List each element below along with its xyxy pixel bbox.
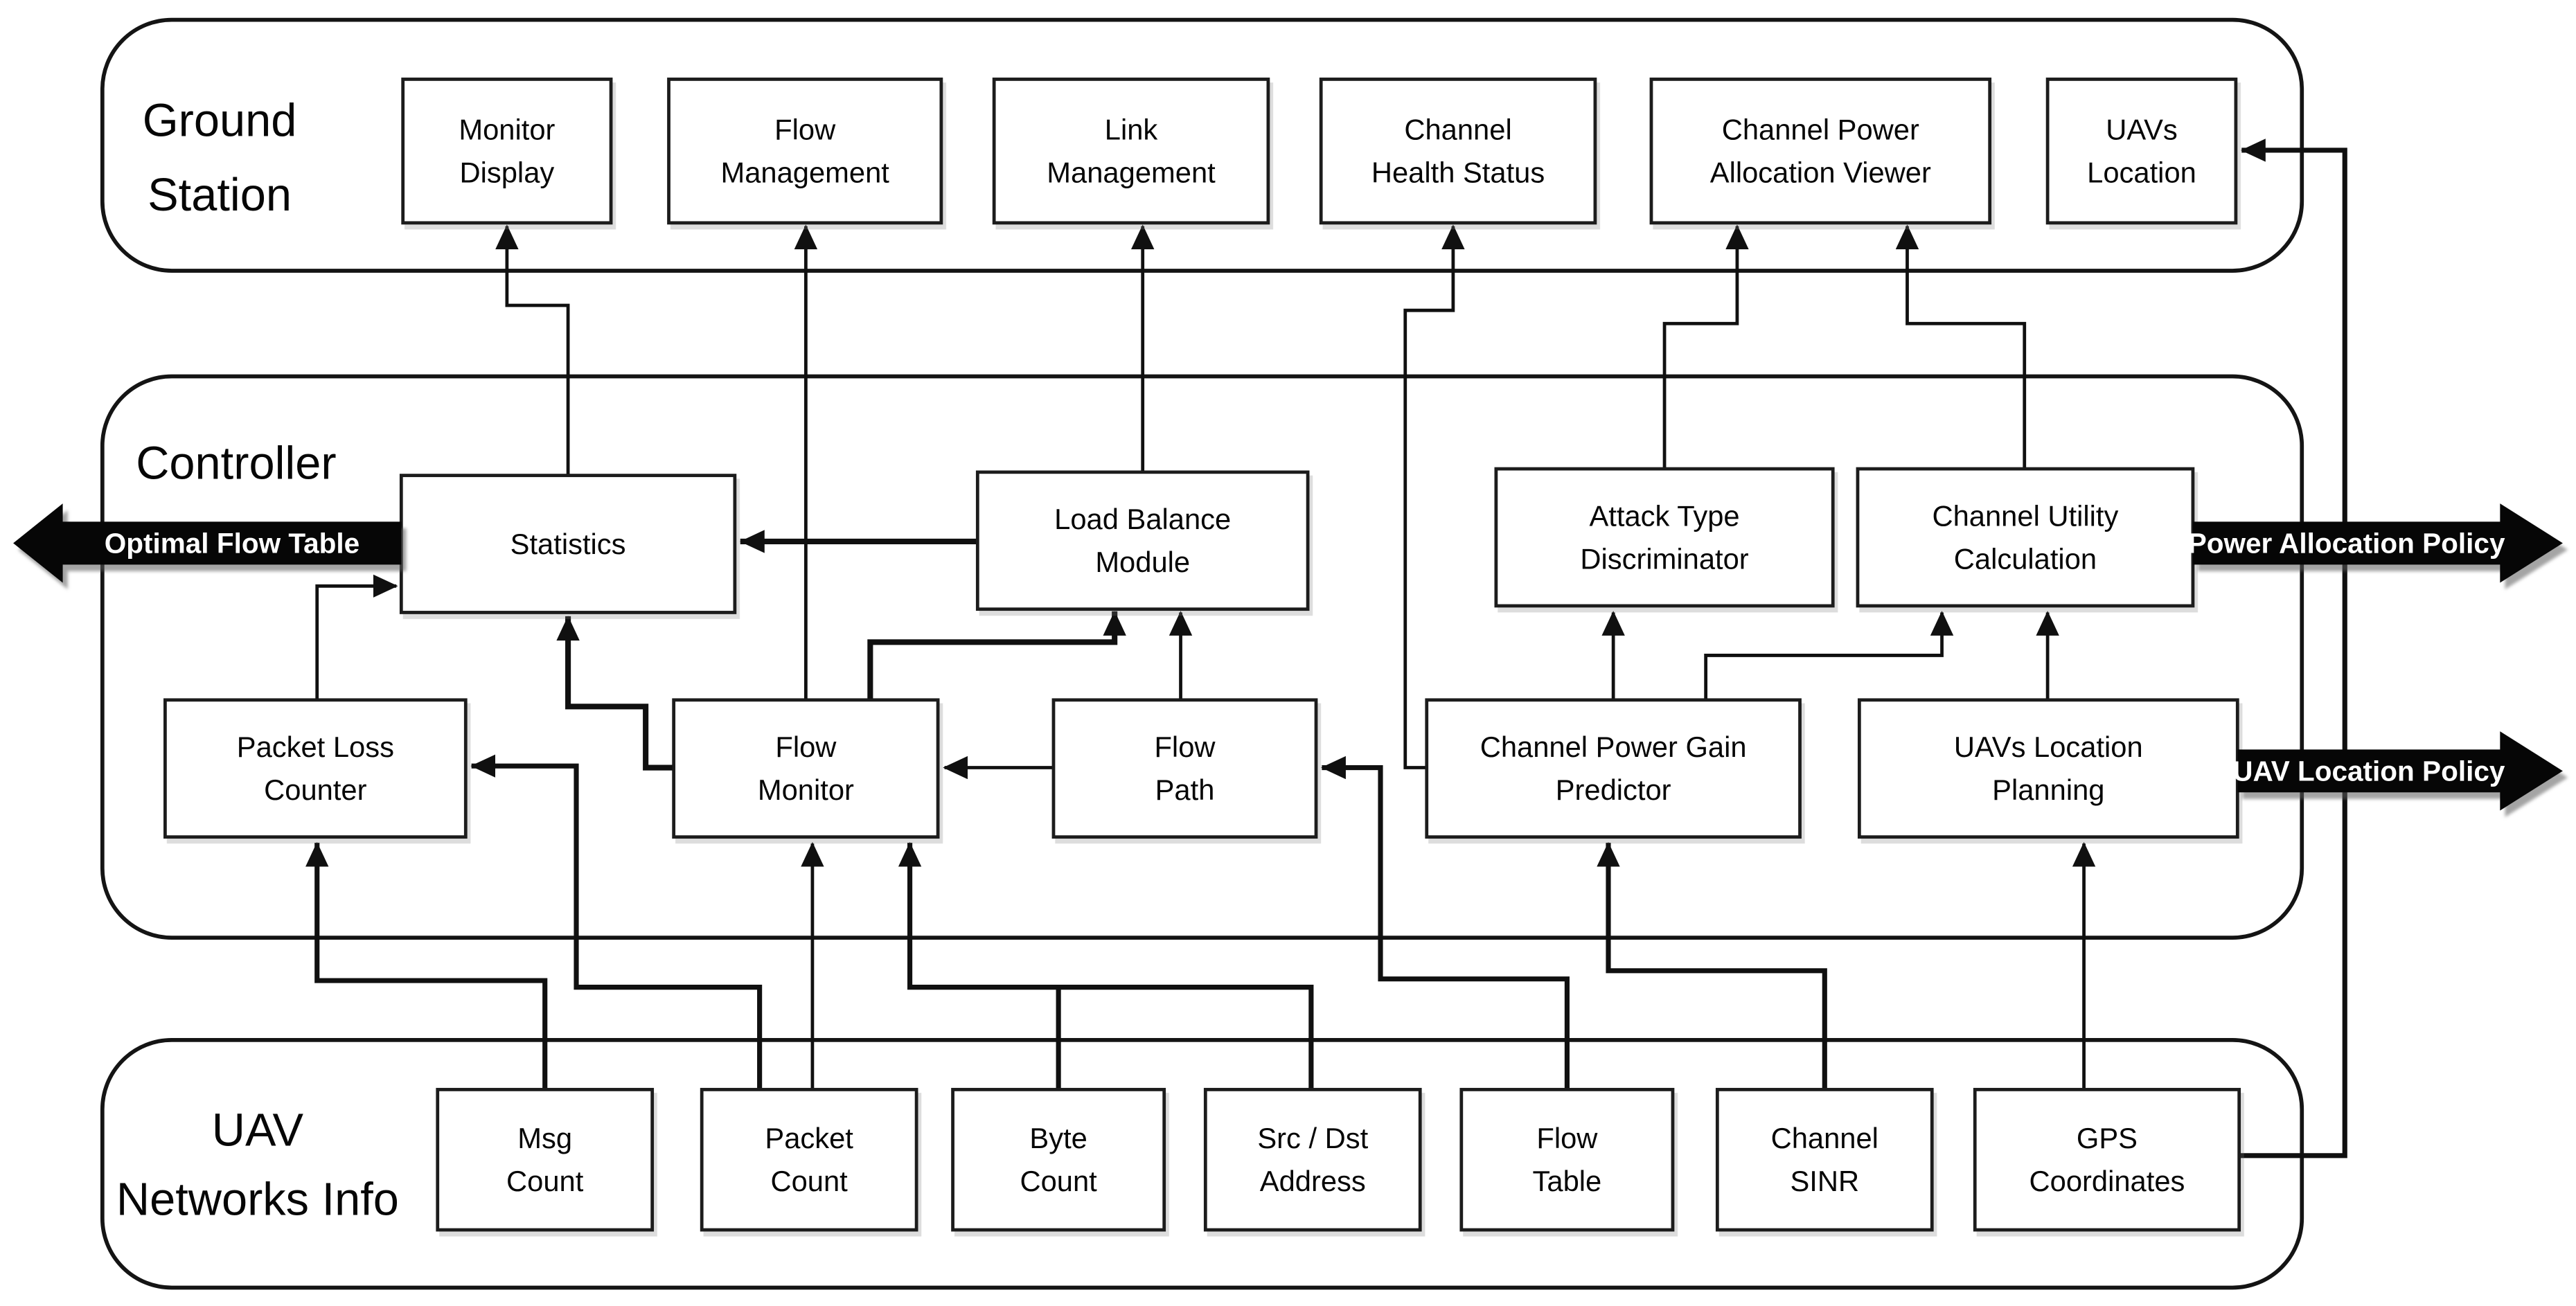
node-flow-table-label: Flow [1536, 1122, 1598, 1154]
edge-flow-table-to-flow-path [1321, 755, 1570, 1092]
node-channel-power-allocation-viewer-label: Allocation Viewer [1710, 156, 1931, 188]
node-msg-count-label: Msg [517, 1122, 572, 1154]
banner-uav-location-policy-label: UAV Location Policy [2232, 755, 2505, 787]
node-channel-utility-calculation [1856, 467, 2195, 608]
edge-channel-sinr-to-power-gain [1597, 841, 1827, 1092]
node-channel-health-status [1319, 78, 1597, 225]
node-src-dst-address-label: Src / Dst [1257, 1122, 1368, 1154]
node-attack-type-discriminator-label: Attack Type [1589, 499, 1739, 532]
node-packet-loss-counter-label: Counter [264, 773, 366, 806]
node-channel-power-gain-predictor-label: Predictor [1556, 773, 1671, 806]
node-monitor-display-label: Display [460, 156, 555, 188]
node-channel-sinr-label: SINR [1790, 1165, 1859, 1197]
node-flow-path-label: Flow [1154, 731, 1216, 763]
edge-power-gain-to-channel-health [1403, 224, 1465, 769]
banner-optimal-flow-table-arrow-icon [13, 503, 402, 583]
node-attack-type-discriminator [1494, 467, 1835, 608]
node-monitor-display [401, 78, 613, 225]
node-packet-count-label: Count [771, 1165, 849, 1197]
node-uavs-location-planning-label: Planning [1992, 773, 2104, 806]
node-byte-count [951, 1088, 1166, 1232]
node-channel-power-allocation-viewer [1649, 78, 1992, 225]
node-msg-count-label: Count [506, 1165, 584, 1197]
node-flow-monitor [672, 698, 940, 839]
node-load-balance-module-label: Module [1095, 546, 1190, 578]
edge-attack-type-to-allocation-viewer [1662, 224, 1749, 471]
edge-flow-monitor-to-statistics [556, 616, 677, 771]
node-channel-health-status-label: Channel [1404, 113, 1511, 145]
node-load-balance-module-label: Load Balance [1054, 503, 1231, 535]
node-src-dst-address-label: Address [1260, 1165, 1366, 1197]
node-link-management-label: Link [1105, 113, 1158, 145]
banner-power-allocation-policy-arrow-icon [2192, 503, 2563, 583]
edge-packet-count-to-packet-loss [470, 754, 763, 1092]
node-uavs-location [2045, 78, 2238, 225]
node-packet-count-label: Packet [765, 1122, 853, 1154]
policy-banners: Optimal Flow Table Power Allocation Polic… [13, 503, 2563, 811]
container-uav-networks-info [100, 1038, 2304, 1290]
edge-power-gain-to-channel-utility [1704, 611, 1954, 702]
banner-optimal-flow-table-label: Optimal Flow Table [105, 528, 359, 560]
edge-statistics-to-monitor-display [495, 224, 570, 477]
node-flow-path-label: Path [1155, 773, 1215, 806]
node-channel-health-status-label: Health Status [1371, 156, 1545, 188]
node-packet-loss-counter [163, 698, 468, 839]
module-nodes: MonitorDisplayFlowManagementLinkManageme… [163, 78, 2241, 1232]
container-uav-networks-info-label: UAV [212, 1104, 304, 1156]
node-link-management [992, 78, 1270, 225]
edge-gps-to-uavs-location [2237, 138, 2347, 1159]
edge-channel-utility-to-allocation-viewer [1895, 224, 2027, 471]
node-channel-utility-calculation-label: Calculation [1954, 542, 2097, 575]
node-flow-management-label: Flow [774, 113, 836, 145]
node-uavs-location-label: Location [2087, 156, 2196, 188]
connector-edges [305, 138, 2347, 1159]
edge-msg-count-to-packet-loss [305, 841, 548, 1092]
banner-uav-location-policy-arrow-icon [2237, 731, 2563, 811]
node-uavs-location-planning-label: UAVs Location [1954, 731, 2143, 763]
node-flow-management-label: Management [720, 156, 889, 188]
edge-packet-loss-to-statistics [315, 574, 398, 702]
node-statistics-label: Statistics [510, 528, 626, 560]
node-flow-management [667, 78, 943, 225]
node-msg-count [436, 1088, 655, 1232]
banner-power-allocation-policy-label: Power Allocation Policy [2188, 528, 2505, 560]
node-flow-table-label: Table [1533, 1165, 1602, 1197]
node-flow-path [1051, 698, 1318, 839]
node-statistics [399, 474, 737, 614]
node-gps-coordinates [1973, 1088, 2241, 1232]
edge-src-dst-to-flow-monitor [898, 841, 1314, 1092]
node-byte-count-label: Byte [1029, 1122, 1087, 1154]
container-controller [100, 374, 2304, 940]
node-src-dst-address [1203, 1088, 1422, 1232]
node-channel-sinr-label: Channel [1771, 1122, 1878, 1154]
container-controller-label: Controller [136, 438, 336, 489]
node-flow-table [1459, 1088, 1675, 1232]
container-ground-station-label: Ground [143, 96, 297, 147]
node-channel-power-allocation-viewer-label: Channel Power [1722, 113, 1919, 145]
node-channel-power-gain-predictor-label: Channel Power Gain [1480, 731, 1747, 763]
node-attack-type-discriminator-label: Discriminator [1580, 542, 1748, 575]
node-uavs-location-planning [1857, 698, 2239, 839]
node-packet-count [700, 1088, 918, 1232]
edge-flow-monitor-to-load-balance [867, 611, 1126, 703]
container-ground-station-label: Station [148, 170, 292, 221]
node-gps-coordinates-label: Coordinates [2029, 1165, 2185, 1197]
node-gps-coordinates-label: GPS [2077, 1122, 2138, 1154]
node-flow-monitor-label: Monitor [758, 773, 854, 806]
node-byte-count-label: Count [1020, 1165, 1097, 1197]
container-uav-networks-info-label: Networks Info [116, 1174, 399, 1226]
node-uavs-location-label: UAVs [2106, 113, 2178, 145]
node-channel-sinr [1715, 1088, 1934, 1232]
node-channel-power-gain-predictor [1425, 698, 1802, 839]
node-load-balance-module [975, 470, 1310, 611]
node-packet-loss-counter-label: Packet Loss [237, 731, 394, 763]
node-link-management-label: Management [1047, 156, 1216, 188]
node-flow-monitor-label: Flow [775, 731, 837, 763]
node-monitor-display-label: Monitor [459, 113, 555, 145]
node-channel-utility-calculation-label: Channel Utility [1933, 499, 2119, 532]
